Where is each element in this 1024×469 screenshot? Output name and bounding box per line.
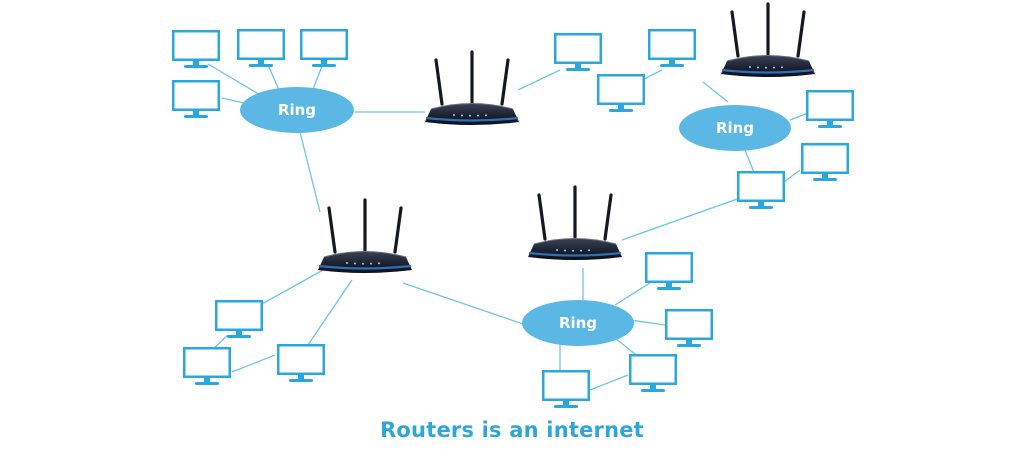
ring-node: Ring <box>522 300 634 346</box>
ring-node: Ring <box>679 105 791 151</box>
monitor-icon <box>554 33 602 71</box>
diagram-caption: Routers is an internet <box>380 418 644 442</box>
router <box>719 2 817 79</box>
ring-label: Ring <box>559 314 597 332</box>
monitor-icon <box>665 309 713 347</box>
monitor-icon <box>172 80 220 118</box>
monitor-icon <box>648 29 696 67</box>
router <box>423 50 521 127</box>
monitor-icon <box>542 370 590 408</box>
monitor-icon <box>806 90 854 128</box>
monitor-icon <box>737 171 785 209</box>
ring-node: Ring <box>240 87 354 133</box>
monitor-icon <box>172 30 220 68</box>
monitor-icon <box>629 354 677 392</box>
monitor-icon <box>237 29 285 67</box>
monitor-icon <box>215 300 263 338</box>
monitor-icon <box>300 29 348 67</box>
router <box>526 185 624 262</box>
router <box>316 198 414 275</box>
ring-label: Ring <box>716 119 754 137</box>
monitor-icon <box>801 143 849 181</box>
monitor-icon <box>597 74 645 112</box>
monitor-icon <box>277 344 325 382</box>
ring-label: Ring <box>278 101 316 119</box>
monitor-icon <box>183 347 231 385</box>
monitor-icon <box>645 252 693 290</box>
